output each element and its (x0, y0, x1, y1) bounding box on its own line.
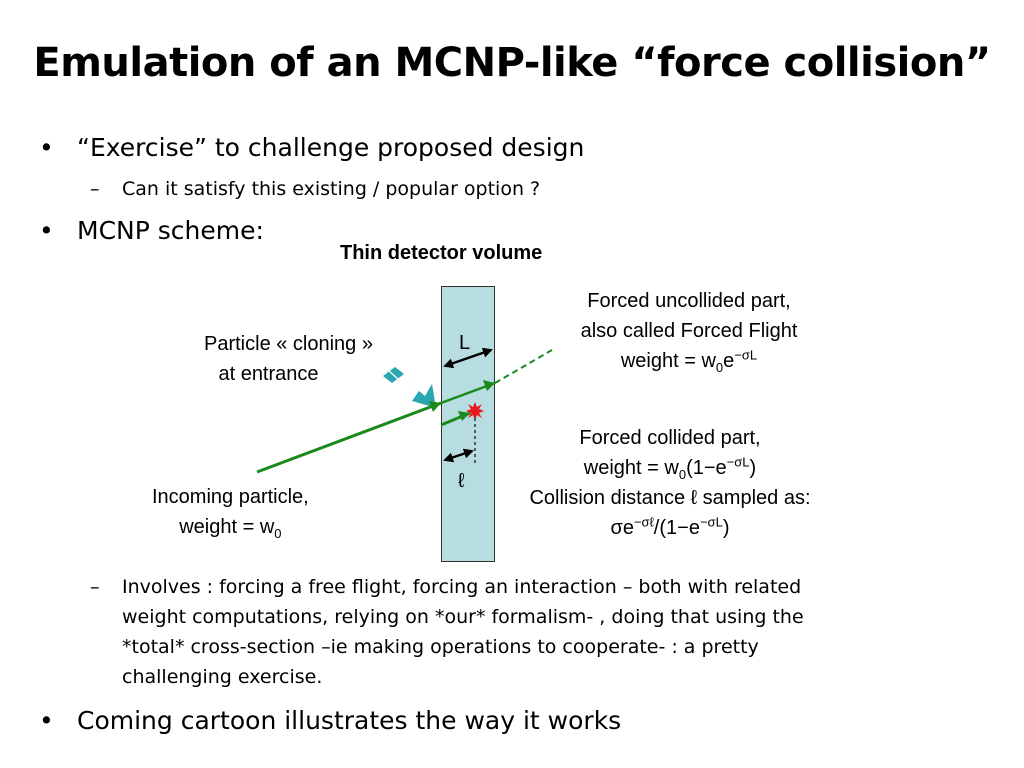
involves-line-3: *total* cross-section –ie making operati… (122, 636, 759, 658)
bullet-coming-cartoon: • Coming cartoon illustrates the way it … (39, 706, 622, 736)
bullet-dot: • (39, 216, 54, 245)
cloning-line-1: Particle « cloning » (204, 333, 373, 355)
bullet-text: Coming cartoon illustrates the way it wo… (77, 706, 622, 735)
bullet-text: MCNP scheme: (77, 216, 264, 245)
sub-text: Can it satisfy this existing / popular o… (122, 178, 541, 200)
bullet-dot: • (39, 133, 54, 162)
bullet-dot: • (39, 706, 54, 735)
page-title: Emulation of an MCNP-like “force collisi… (33, 40, 991, 86)
subbullet-involves: – Involves : forcing a free flight, forc… (90, 572, 804, 692)
involves-line-4: challenging exercise. (122, 666, 323, 688)
sub-dash: – (90, 178, 100, 200)
uncollided-line-2: also called Forced Flight (580, 320, 798, 342)
involves-line-2: weight computations, relying on *our* fo… (122, 606, 804, 628)
thickness-arrow (443, 347, 493, 369)
detector-title: Thin detector volume (340, 242, 543, 264)
collided-line-4: σe−σℓ/(1−e−σL) (610, 514, 730, 539)
collision-distance-arrow (443, 448, 474, 463)
incoming-line-2: weight = w0 (179, 516, 282, 541)
sub-dash: – (90, 576, 100, 598)
particle-cloning-label: Particle « cloning » at entrance (204, 329, 373, 389)
collided-line-1: Forced collided part, (579, 427, 761, 449)
collision-burst-icon (466, 402, 484, 420)
incoming-line-1: Incoming particle, (152, 486, 309, 508)
incoming-track (256, 401, 442, 474)
involves-line-1: Involves : forcing a free flight, forcin… (122, 576, 802, 598)
bullet-text: “Exercise” to challenge proposed design (77, 133, 585, 162)
cloning-line-2: at entrance (218, 363, 319, 385)
uncollided-line-1: Forced uncollided part, (587, 290, 791, 312)
collided-line-2: weight = w0(1−e−σL) (583, 454, 757, 482)
uncollided-label: Forced uncollided part, also called Forc… (548, 286, 830, 376)
thickness-label: L (459, 332, 471, 354)
collided-line-3: Collision distance ℓ sampled as: (529, 487, 811, 509)
collided-label: Forced collided part, weight = w0(1−e−σL… (489, 423, 851, 543)
cloning-arrow-icon (383, 367, 436, 408)
incoming-particle-label: Incoming particle, weight = w0 (152, 482, 309, 542)
uncollided-dashed (494, 349, 553, 384)
bullet-exercise: • “Exercise” to challenge proposed desig… (39, 133, 585, 163)
subbullet-satisfy: – Can it satisfy this existing / popular… (90, 174, 541, 204)
bullet-mcnp-scheme: • MCNP scheme: (39, 216, 264, 246)
collision-distance-label: ℓ (458, 470, 465, 492)
uncollided-line-3: weight = w0e−σL (620, 347, 758, 375)
